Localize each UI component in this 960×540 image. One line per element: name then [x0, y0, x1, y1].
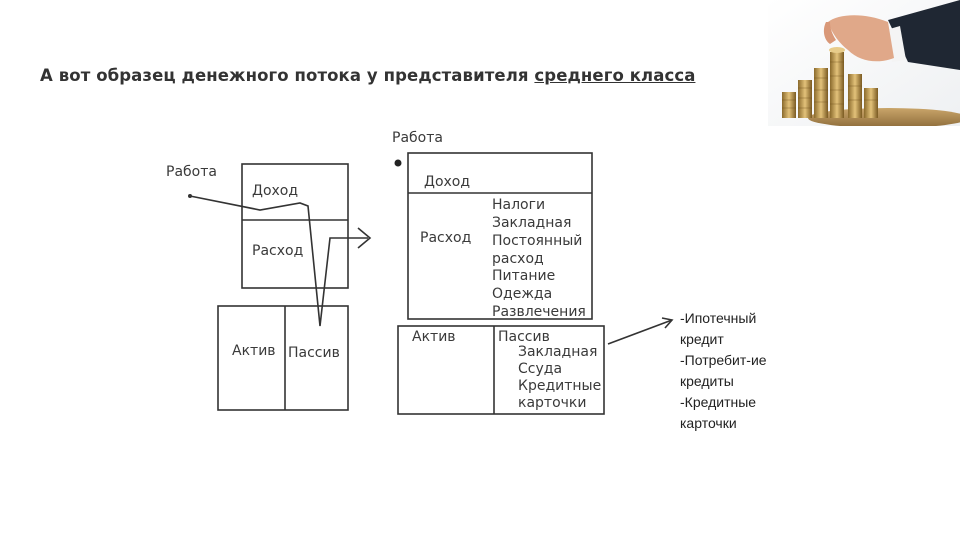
liabilities-note: -Ипотечный кредит -Потребит-ие кредиты -… — [680, 308, 767, 434]
coins-photo-illustration — [768, 0, 960, 126]
right-balance-sheet-box — [397, 325, 605, 415]
note-line: -Кредитные — [680, 394, 757, 410]
right-expense-item: Питание — [492, 268, 555, 284]
left-start-dot — [188, 194, 192, 198]
left-work-label: Работа — [166, 164, 217, 180]
right-expense-item: Закладная — [492, 215, 571, 231]
note-line: кредит — [680, 331, 724, 347]
right-income-label: Доход — [424, 174, 470, 190]
right-liability-item: карточки — [518, 395, 586, 411]
right-assets-label: Актив — [412, 329, 456, 345]
left-assets-label: Актив — [232, 343, 276, 359]
note-arrowhead — [661, 317, 674, 329]
note-arrow-line — [607, 319, 673, 345]
right-expense-item: Одежда — [492, 286, 552, 302]
left-cashflow-arrowhead — [357, 227, 372, 249]
coins-photo — [768, 0, 960, 126]
note-line: карточки — [680, 415, 737, 431]
right-expense-item: расход — [492, 251, 544, 267]
left-income-statement-box — [241, 163, 349, 289]
right-liability-item: Кредитные — [518, 378, 601, 394]
left-liabilities-label: Пассив — [288, 345, 340, 361]
right-liability-item: Ссуда — [518, 361, 562, 377]
left-income-label: Доход — [252, 183, 298, 199]
right-expense-item: Развлечения — [492, 304, 586, 320]
note-line: -Ипотечный — [680, 310, 757, 326]
right-expense-label: Расход — [420, 230, 471, 246]
note-line: кредиты — [680, 373, 734, 389]
note-line: -Потребит-ие — [680, 352, 767, 368]
right-start-dot — [394, 159, 402, 167]
left-expense-label: Расход — [252, 243, 303, 259]
left-cashflow-line — [189, 195, 368, 327]
title-text: А вот образец денежного потока у предста… — [40, 66, 535, 85]
right-income-statement-box — [407, 152, 593, 320]
right-work-label: Работа — [392, 130, 443, 146]
right-expense-item: Налоги — [492, 197, 545, 213]
slide-title: А вот образец денежного потока у предста… — [40, 66, 695, 85]
left-balance-sheet-box — [217, 305, 349, 411]
title-underlined-text: среднего класса — [534, 66, 696, 85]
right-liability-item: Закладная — [518, 344, 597, 360]
right-liabilities-label: Пассив — [498, 329, 550, 345]
right-expense-item: Постоянный — [492, 233, 582, 249]
